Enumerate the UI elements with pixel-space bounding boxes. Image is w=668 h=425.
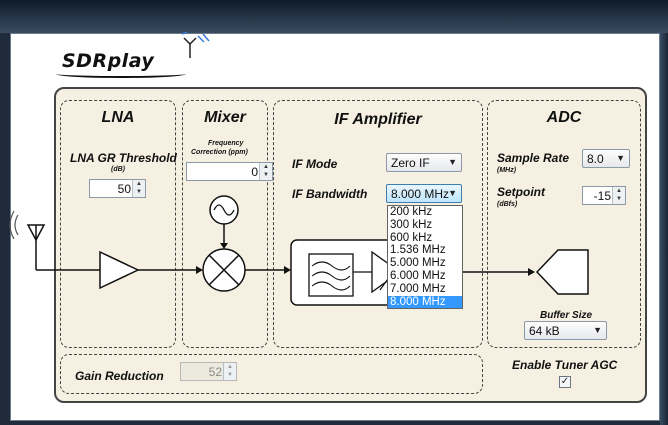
spinner-arrows[interactable]: ▲ ▼ (259, 163, 272, 180)
setpoint-unit: (dBfs) (497, 201, 518, 208)
bandwidth-option[interactable]: 200 kHz (390, 206, 433, 218)
window-edge (660, 33, 668, 425)
freq-correction-label-line1: Frequency (208, 140, 244, 147)
spin-down-icon[interactable]: ▼ (136, 189, 142, 195)
bandwidth-option[interactable]: 600 kHz (390, 231, 433, 244)
buffer-size-label: Buffer Size (540, 310, 593, 321)
chevron-down-icon: ▼ (593, 325, 602, 335)
mixer-section: Mixer Frequency Correction (ppm) (182, 100, 268, 348)
if-mode-value: Zero IF (391, 156, 430, 170)
logo-swoosh (56, 70, 186, 78)
enable-tuner-agc-checkbox[interactable]: ✓ (559, 376, 571, 388)
lna-gr-threshold-unit: (dB) (111, 166, 125, 173)
adc-icon (535, 249, 589, 295)
spinner-arrows[interactable]: ▲ ▼ (223, 363, 236, 380)
spinner-arrows[interactable]: ▲ ▼ (612, 187, 625, 204)
setpoint-value: -15 (593, 189, 611, 203)
chevron-down-icon: ▼ (448, 157, 457, 167)
lna-gr-threshold-spinner[interactable]: 50 ▲ ▼ (89, 179, 146, 198)
freq-correction-value: 0 (251, 165, 258, 179)
chevron-down-icon: ▼ (616, 153, 625, 163)
sdrplay-logo: SDRplay (62, 50, 155, 72)
sample-rate-unit: (MHz) (497, 167, 517, 174)
if-amplifier-title: IF Amplifier (334, 111, 422, 128)
gain-reduction-value: 52 (208, 365, 222, 379)
if-bandwidth-select[interactable]: 8.000 MHz ▼ (386, 184, 462, 203)
spinner-arrows[interactable]: ▲ ▼ (132, 180, 145, 197)
local-oscillator-icon (209, 195, 239, 225)
gain-reduction-spinner[interactable]: 52 ▲ ▼ (180, 362, 237, 381)
logo-antenna-icon (181, 32, 210, 58)
if-amplifier-section: IF Amplifier IF Mode IF Bandwidth (273, 100, 483, 348)
if-bandwidth-value: 8.000 MHz (391, 187, 450, 201)
adc-section: ADC Sample Rate (MHz) Setpoint (dBfs) Bu… (487, 100, 641, 348)
chevron-down-icon: ▼ (448, 188, 457, 198)
sample-rate-label: Sample Rate (497, 151, 570, 165)
lna-gr-threshold-value: 50 (117, 182, 131, 196)
freq-correction-label-line2: Correction (ppm) (191, 149, 248, 156)
mixer-icon (202, 248, 246, 292)
lna-title: LNA (101, 109, 135, 126)
if-bandwidth-label: IF Bandwidth (292, 187, 368, 201)
adc-title: ADC (546, 109, 582, 126)
spin-up-icon[interactable]: ▲ (616, 188, 622, 194)
bandwidth-option[interactable]: 7.000 MHz (390, 282, 446, 295)
mixer-title: Mixer (204, 109, 246, 126)
bandwidth-option-selected[interactable]: 8.000 MHz (388, 295, 462, 309)
spin-down-icon[interactable]: ▼ (263, 172, 269, 178)
buffer-size-value: 64 kB (529, 324, 560, 338)
lna-section: LNA LNA GR Threshold (dB) (60, 100, 177, 348)
lna-gr-threshold-label: LNA GR Threshold (70, 151, 177, 165)
bandwidth-option[interactable]: 1.536 MHz (390, 244, 446, 257)
lna-amplifier-icon (99, 250, 140, 290)
setpoint-spinner[interactable]: -15 ▲ ▼ (582, 186, 626, 205)
bandwidth-option[interactable]: 5.000 MHz (390, 257, 446, 270)
spin-up-icon[interactable]: ▲ (263, 164, 269, 170)
spin-up-icon[interactable]: ▲ (227, 364, 233, 370)
sample-rate-value: 8.0 (587, 152, 604, 166)
if-mode-select[interactable]: Zero IF ▼ (386, 153, 462, 172)
freq-correction-spinner[interactable]: 0 ▲ ▼ (186, 162, 273, 181)
enable-tuner-agc-label: Enable Tuner AGC (512, 358, 618, 372)
gain-reduction-label: Gain Reduction (75, 369, 164, 383)
if-mode-label: IF Mode (292, 157, 338, 171)
setpoint-label: Setpoint (497, 185, 545, 199)
spin-down-icon[interactable]: ▼ (616, 196, 622, 202)
buffer-size-select[interactable]: 64 kB ▼ (524, 321, 607, 340)
antenna-icon (9, 210, 46, 270)
spin-up-icon[interactable]: ▲ (136, 181, 142, 187)
sample-rate-select[interactable]: 8.0 ▼ (582, 149, 630, 168)
spin-down-icon[interactable]: ▼ (227, 372, 233, 378)
bandwidth-option[interactable]: 300 kHz (390, 218, 433, 231)
gain-reduction-section: Gain Reduction (60, 354, 483, 394)
bandwidth-option[interactable]: 6.000 MHz (390, 269, 446, 282)
if-bandwidth-dropdown-list[interactable]: 200 kHz 300 kHz 600 kHz 1.536 MHz 5.000 … (387, 205, 463, 310)
window-title-strip (0, 0, 668, 33)
